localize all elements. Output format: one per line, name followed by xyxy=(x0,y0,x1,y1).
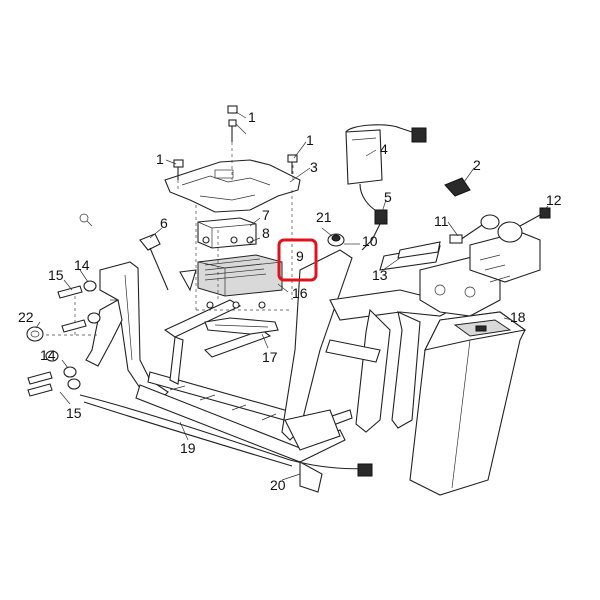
callout-15a: 15 xyxy=(48,267,64,283)
main-frame xyxy=(85,231,541,463)
callout-21: 21 xyxy=(316,209,332,225)
rubber-strip xyxy=(204,317,279,335)
top-cover-plate xyxy=(164,159,301,213)
bracket-plate xyxy=(397,241,441,259)
callout-1c: 1 xyxy=(306,132,314,148)
bolts xyxy=(173,105,298,309)
callout-20: 20 xyxy=(270,477,286,493)
callout-14a: 14 xyxy=(74,257,90,273)
plug xyxy=(497,207,551,243)
callout-5: 5 xyxy=(384,189,392,205)
callout-15b: 15 xyxy=(66,405,82,421)
callout-9: 9 xyxy=(296,248,304,264)
callout-7: 7 xyxy=(262,207,270,223)
leader-lines xyxy=(35,111,549,481)
callout-17: 17 xyxy=(262,349,278,365)
callout-1a: 1 xyxy=(248,109,256,125)
controller-module xyxy=(345,124,427,213)
battery-pack xyxy=(409,311,527,496)
callout-8: 8 xyxy=(262,225,270,241)
magnifier-icon[interactable] xyxy=(79,213,93,227)
callout-22: 22 xyxy=(18,309,34,325)
callout-16: 16 xyxy=(292,285,308,301)
callout-3: 3 xyxy=(310,159,318,175)
cable-harness xyxy=(79,394,373,493)
callout-18: 18 xyxy=(510,309,526,325)
connector xyxy=(361,209,388,251)
callout-1b: 1 xyxy=(156,151,164,167)
callout-14b: 14 xyxy=(40,347,56,363)
callout-12: 12 xyxy=(546,192,562,208)
callout-6: 6 xyxy=(160,215,168,231)
callout-10: 10 xyxy=(362,233,378,249)
selected-part-highlight[interactable] xyxy=(277,238,318,282)
callout-4: 4 xyxy=(380,141,388,157)
clamp xyxy=(139,233,197,292)
grommet xyxy=(327,233,345,247)
controller-holder xyxy=(197,254,283,297)
callouts: 1 1 1 2 3 4 5 6 7 8 9 10 11 12 13 14 14 … xyxy=(18,109,562,493)
sensor xyxy=(449,214,500,244)
callout-2: 2 xyxy=(473,157,481,173)
clip xyxy=(444,177,471,197)
callout-13: 13 xyxy=(372,267,388,283)
callout-11: 11 xyxy=(434,213,449,229)
battery-box xyxy=(197,217,257,249)
left-fasteners xyxy=(26,280,101,397)
callout-19: 19 xyxy=(180,440,196,456)
